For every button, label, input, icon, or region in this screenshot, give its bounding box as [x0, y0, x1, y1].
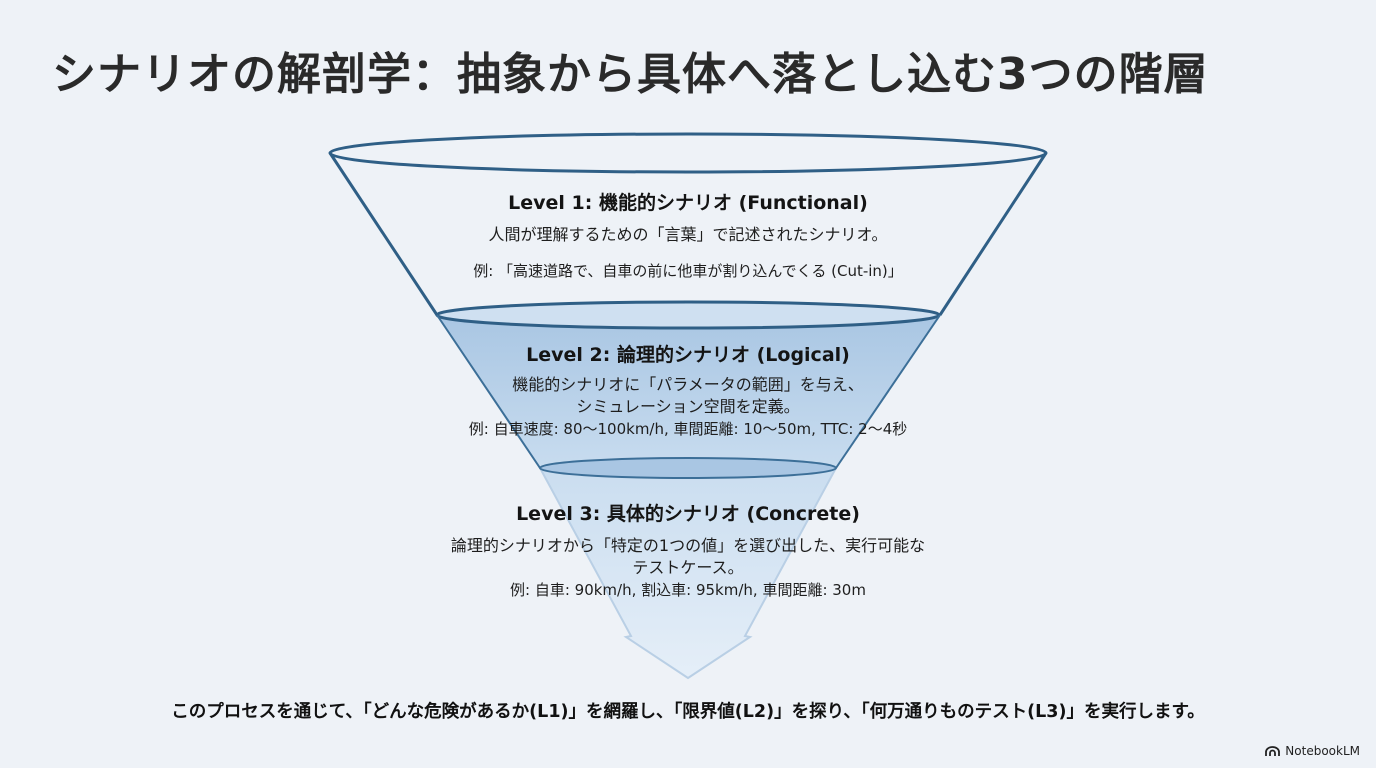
page-title: シナリオの解剖学：抽象から具体へ落とし込む3つの階層	[52, 49, 1209, 100]
funnel-level2-left-edge	[436, 314, 541, 469]
level-2-example: 例: 自車速度: 80〜100km/h, 車間距離: 10〜50m, TTC: …	[468, 420, 908, 438]
brand-name: NotebookLM	[1285, 744, 1360, 758]
level-3-title: Level 3: 具体的シナリオ (Concrete)	[516, 503, 860, 525]
funnel-right-edge	[938, 152, 1048, 316]
level-3-description-line-2: テストケース。	[632, 558, 744, 577]
level-2-description-line-1: 機能的シナリオに「パラメータの範囲」を与え、	[512, 375, 864, 394]
level-1-block: Level 1: 機能的シナリオ (Functional) 人間が理解するための…	[188, 188, 1188, 282]
funnel-level2-right-edge	[835, 314, 941, 469]
funnel-level3-rim	[539, 457, 837, 479]
brand-mark: NotebookLM	[1265, 744, 1360, 758]
funnel-left-edge	[328, 152, 439, 316]
level-1-example: 例: 「高速道路で、自車の前に他車が割り込んでくる (Cut-in)」	[473, 262, 903, 280]
level-3-example: 例: 自車: 90km/h, 割込車: 95km/h, 車間距離: 30m	[510, 581, 866, 599]
level-1-description: 人間が理解するための「言葉」で記述されたシナリオ。	[488, 225, 888, 244]
level-3-block: Level 3: 具体的シナリオ (Concrete) 論理的シナリオから「特定…	[188, 499, 1188, 601]
level-2-block: Level 2: 論理的シナリオ (Logical) 機能的シナリオに「パラメー…	[188, 340, 1188, 440]
notebooklm-logo-icon	[1265, 745, 1281, 756]
funnel-top-rim	[328, 132, 1048, 174]
level-3-description-line-1: 論理的シナリオから「特定の1つの値」を選び出した、実行可能な	[450, 536, 926, 555]
funnel-level3-arrow	[538, 467, 838, 680]
summary-footer: このプロセスを通じて、「どんな危険があるか(L1)」を網羅し、「限界値(L2)」…	[171, 702, 1205, 722]
level-2-title: Level 2: 論理的シナリオ (Logical)	[526, 344, 850, 366]
funnel-level2-band	[437, 315, 940, 468]
level-1-title: Level 1: 機能的シナリオ (Functional)	[508, 192, 868, 214]
funnel-level2-rim	[435, 300, 941, 330]
level-2-description-line-2: シミュレーション空間を定義。	[576, 397, 800, 416]
